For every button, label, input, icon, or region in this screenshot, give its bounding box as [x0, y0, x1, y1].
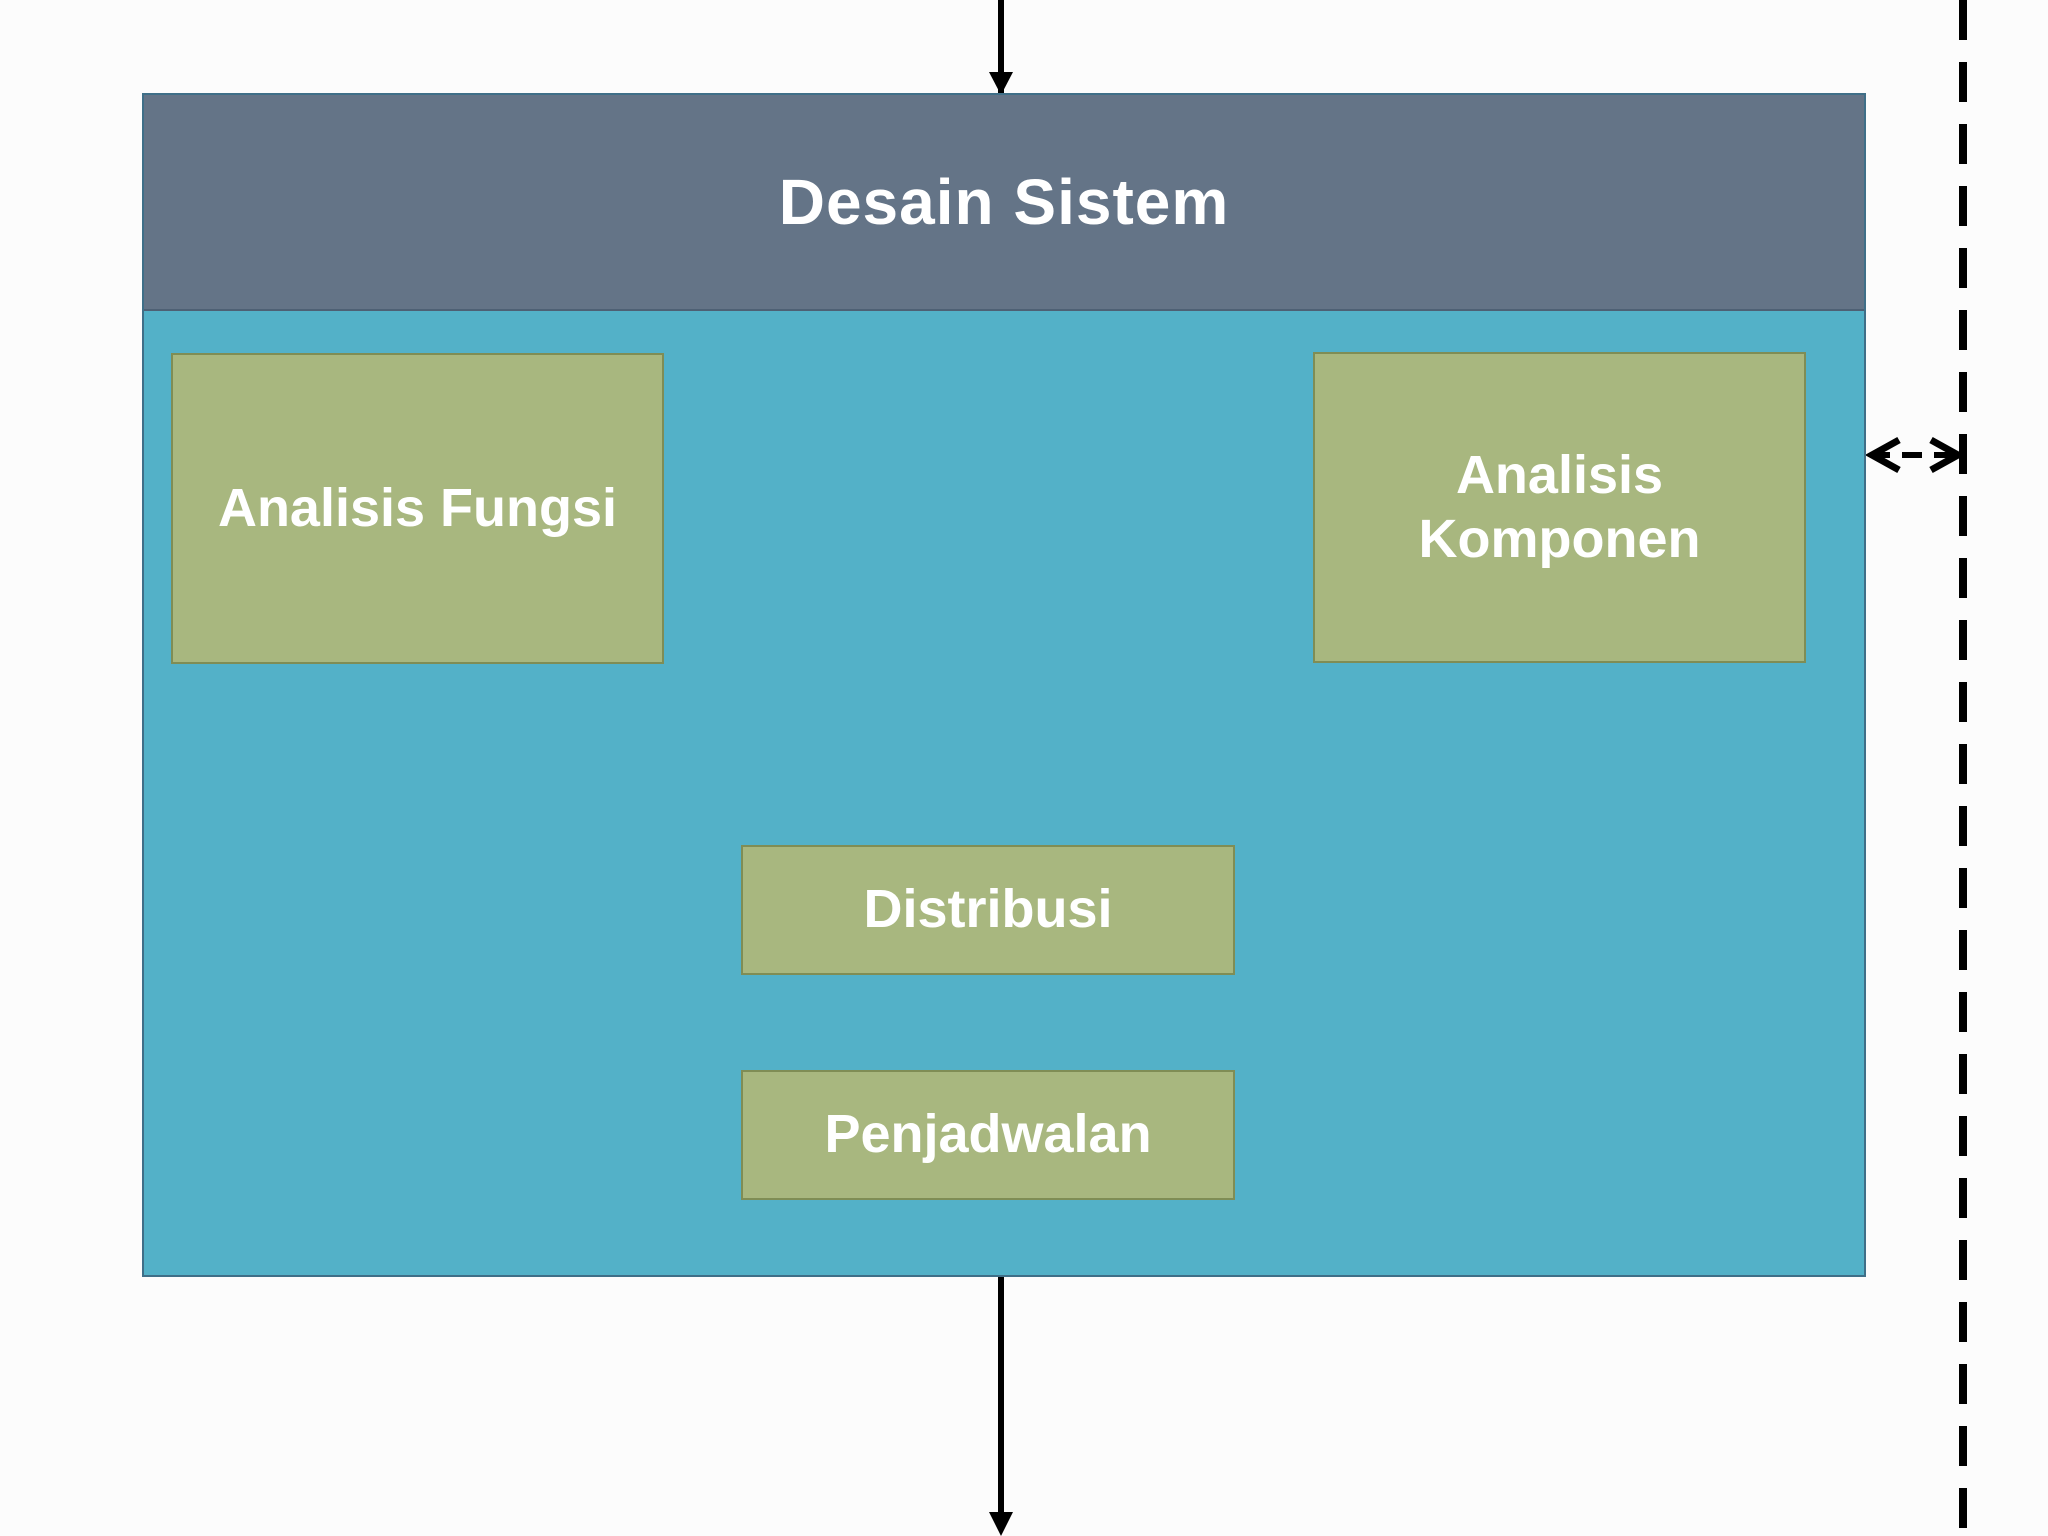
node-analisis-fungsi: Analisis Fungsi	[171, 353, 664, 664]
arrowhead-right-open	[1929, 436, 1966, 474]
node-distribusi-label: Distribusi	[863, 879, 1113, 940]
node-analisis-komponen-label-line1: Analisis	[1455, 444, 1664, 505]
node-penjadwalan: Penjadwalan	[741, 1070, 1235, 1200]
arrowhead-outgoing-bottom	[989, 1512, 1013, 1536]
desain-sistem-container: Desain Sistem	[142, 93, 1866, 1277]
arrowhead-incoming-top	[989, 72, 1013, 95]
node-distribusi: Distribusi	[741, 845, 1235, 975]
node-analisis-komponen: Analisis Komponen	[1313, 352, 1806, 663]
arrowhead-left-open	[1864, 436, 1901, 474]
node-analisis-komponen-label-line2: Komponen	[1418, 508, 1701, 569]
node-penjadwalan-label: Penjadwalan	[824, 1104, 1152, 1165]
desain-sistem-title: Desain Sistem	[144, 95, 1864, 311]
node-analisis-komponen-label: Analisis Komponen	[1419, 444, 1701, 571]
node-analisis-fungsi-label: Analisis Fungsi	[217, 477, 618, 538]
